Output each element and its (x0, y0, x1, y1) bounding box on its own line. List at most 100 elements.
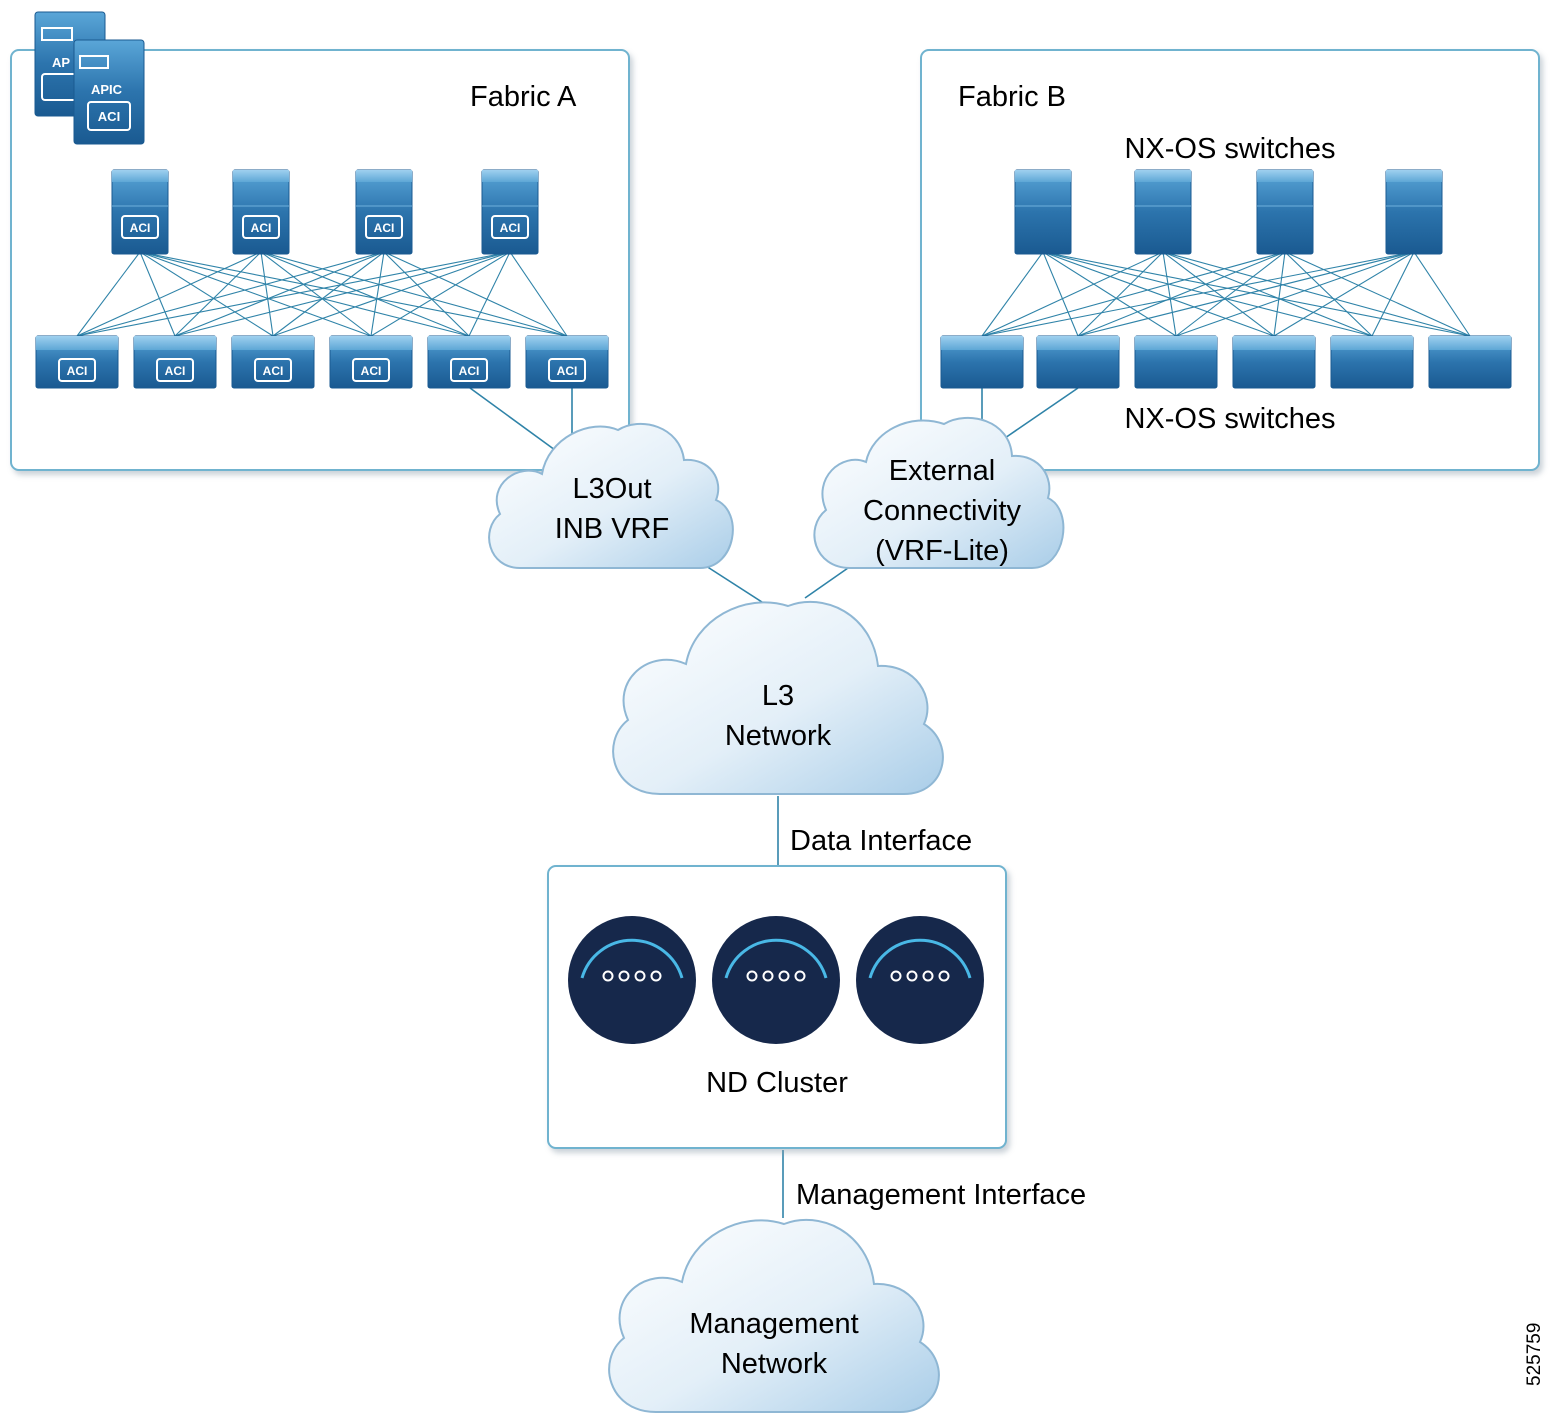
spine-switch-top (233, 170, 289, 182)
fabric-link (272, 251, 385, 337)
nd-node-led (602, 970, 614, 982)
aci-badge-frame (254, 358, 292, 382)
spine-switch (1385, 169, 1443, 255)
cloud-l3-network: L3 Network (612, 600, 944, 795)
cloud-l3out-line2: INB VRF (555, 513, 669, 545)
nd-node-led (762, 970, 774, 982)
nd-node-body (568, 916, 696, 1044)
fabric-link (370, 251, 385, 337)
leaf-switch-top (134, 336, 216, 350)
spine-switch-top (1015, 170, 1071, 182)
leaf-switch-top (232, 336, 314, 350)
apic-controller-front: APIC ACI (73, 39, 145, 145)
fabric-link (260, 251, 372, 337)
spine-switch-body (232, 169, 290, 255)
spine-switch: ACI (355, 169, 413, 255)
fabric-link (1077, 251, 1286, 337)
aci-badge-label: ACI (263, 364, 284, 378)
aci-badge-label: ACI (374, 221, 395, 235)
nd-node-led (618, 970, 630, 982)
fabric-link (1162, 251, 1373, 337)
aci-badge-label: ACI (500, 221, 521, 235)
cloud-management-network: Management Network (608, 1218, 940, 1413)
nd-node-led (906, 970, 918, 982)
nd-node (856, 916, 984, 1044)
leaf-switch: ACI (133, 335, 217, 389)
fabric-b-title: Fabric B (958, 81, 1066, 113)
nd-node-led (938, 970, 950, 982)
fabric-link (1273, 251, 1415, 337)
fabric-link (1042, 251, 1471, 337)
nd-node-arc (868, 938, 972, 979)
spine-switch-top (1386, 170, 1442, 182)
spine-switch-top (112, 170, 168, 182)
aci-badge-frame (242, 215, 280, 239)
fabric-link (981, 251, 1044, 337)
management-interface-label: Management Interface (796, 1179, 1086, 1211)
spine-switch-body (1385, 169, 1443, 255)
nd-cluster-label: ND Cluster (706, 1067, 848, 1099)
figure-number: 525759 (1524, 1323, 1545, 1386)
nd-node-led (650, 970, 662, 982)
nd-node-led (922, 970, 934, 982)
nd-node-led (778, 970, 790, 982)
fabric-link (370, 251, 511, 337)
cloud-external: External Connectivity (VRF-Lite) (813, 416, 1065, 569)
fabric-link (509, 251, 568, 337)
fabric-a-links (76, 251, 568, 337)
fabric-link (1077, 251, 1164, 337)
spine-switch (1134, 169, 1192, 255)
fabric-link (139, 251, 372, 337)
fabric-link (1042, 251, 1275, 337)
leaf-switch: ACI (427, 335, 511, 389)
spine-switch-top (1135, 170, 1191, 182)
fabric-b-links (981, 251, 1471, 337)
spine-switch-body (481, 169, 539, 255)
fabric-link (1162, 251, 1471, 337)
spine-switch-body (355, 169, 413, 255)
nd-node-arc (580, 938, 684, 979)
fabric-link (1371, 251, 1415, 337)
spine-switch-body (111, 169, 169, 255)
fabric-link (1042, 251, 1079, 337)
backbone-links (469, 387, 1079, 1218)
leaf-switch-top (1135, 336, 1217, 350)
cloud-l3out-line1: L3Out (573, 473, 652, 505)
nd-cluster-nodes (568, 916, 984, 1044)
fabric-link (1162, 251, 1177, 337)
aci-badge-frame (58, 358, 96, 382)
fabric-link (981, 251, 1286, 337)
leaf-switch-top (526, 336, 608, 350)
nd-node-led (794, 970, 806, 982)
fabric-link (1175, 251, 1415, 337)
fabric-link (1413, 251, 1471, 337)
fabric-link (1175, 251, 1286, 337)
fabric-link (139, 251, 470, 337)
fabric-b-spine-label: NX-OS switches (1124, 133, 1335, 165)
fabric-link (272, 251, 511, 337)
fabric-link (76, 251, 385, 337)
nd-node-body (856, 916, 984, 1044)
cloud-management-line1: Management (689, 1308, 858, 1340)
fabric-link (1273, 251, 1286, 337)
leaf-switch (1036, 335, 1120, 389)
spine-switch-top (356, 170, 412, 182)
fabric-link (76, 251, 511, 337)
fabric-link (260, 251, 470, 337)
spine-switch: ACI (232, 169, 290, 255)
cloud-external-line2: Connectivity (863, 495, 1021, 527)
spine-switch-top (1257, 170, 1313, 182)
fabric-link (174, 251, 385, 337)
nd-node (712, 916, 840, 1044)
fabric-link (981, 251, 1415, 337)
aci-badge-label: ACI (251, 221, 272, 235)
nd-node-body (712, 916, 840, 1044)
leaf-switch (940, 335, 1024, 389)
leaf-switch: ACI (35, 335, 119, 389)
leaf-switch: ACI (231, 335, 315, 389)
data-interface-label: Data Interface (790, 825, 972, 857)
leaf-switch-top (1233, 336, 1315, 350)
leaf-switch-top (1331, 336, 1413, 350)
